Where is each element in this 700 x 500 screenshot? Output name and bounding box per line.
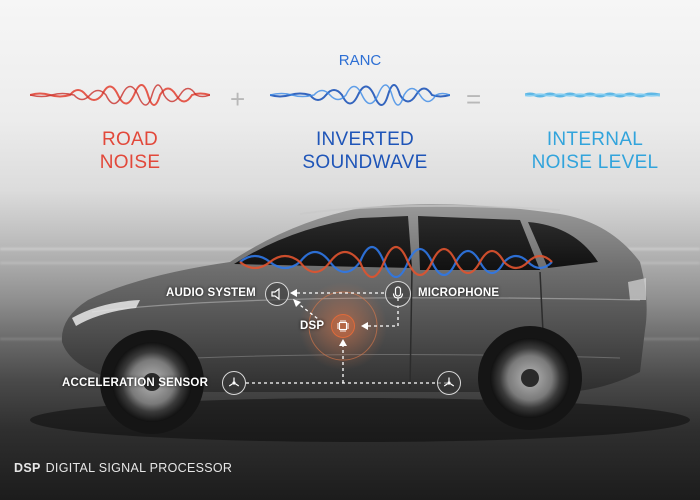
chip-icon (331, 314, 355, 338)
roof-rail (299, 204, 561, 215)
equals-sign: = (466, 84, 482, 114)
dsp-label: DSP (300, 320, 325, 332)
connector-mic-to-dsp (365, 305, 399, 327)
tail-light (628, 278, 646, 300)
red-waveform-icon (30, 84, 210, 106)
footer-text: DIGITAL SIGNAL PROCESSOR (45, 461, 233, 475)
door-seam (409, 269, 413, 389)
ranc-label: RANC (338, 52, 382, 69)
acceleration-sensor-label: ACCELERATION SENSOR (62, 377, 209, 389)
arrow-head (293, 299, 301, 307)
inverted-soundwave-line1: INVERTED (315, 129, 415, 150)
road-noise-line1: ROAD (101, 129, 159, 150)
cabin-waveform-red (239, 245, 553, 279)
flat-waveform-icon (525, 92, 660, 98)
road-noise-label: ROAD NOISE (70, 128, 190, 174)
front-wheel (100, 330, 204, 434)
internal-noise-line1: INTERNAL (546, 129, 644, 150)
arrow-head (361, 322, 368, 330)
blue-waveform-icon (270, 84, 450, 106)
arrow-head (290, 289, 297, 297)
inverted-soundwave-label: INVERTED SOUNDWAVE (290, 128, 440, 174)
body-line (91, 297, 641, 313)
internal-noise-label: INTERNAL NOISE LEVEL (520, 128, 670, 174)
microphone-icon (385, 281, 411, 307)
speaker-icon (265, 282, 289, 306)
connector-sensor-to-dsp (246, 343, 448, 384)
road-noise-line2: NOISE (99, 152, 161, 173)
inverted-soundwave-line2: SOUNDWAVE (302, 152, 428, 173)
headlight (72, 300, 140, 326)
footer-legend: DSP DIGITAL SIGNAL PROCESSOR (14, 461, 232, 475)
rear-wheel (478, 326, 582, 430)
sensor-icon (437, 371, 461, 395)
arrow-head (339, 339, 347, 346)
internal-noise-line2: NOISE LEVEL (531, 152, 659, 173)
sensor-icon (222, 371, 246, 395)
microphone-label: MICROPHONE (418, 287, 500, 299)
car-window (234, 216, 412, 268)
plus-sign: + (230, 84, 246, 114)
footer-abbr: DSP (14, 461, 41, 475)
audio-system-label: AUDIO SYSTEM (166, 287, 256, 299)
